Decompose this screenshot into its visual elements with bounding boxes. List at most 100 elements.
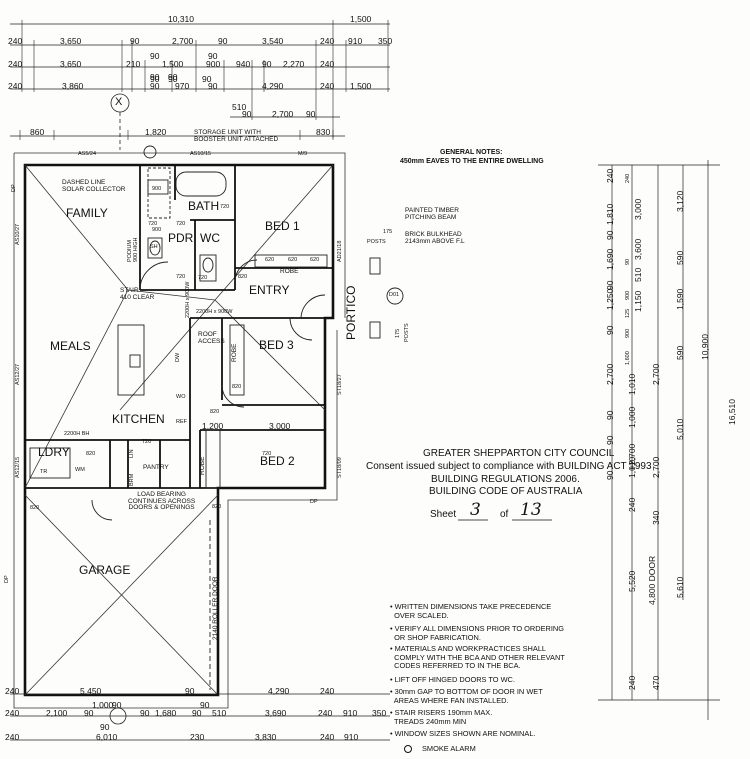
door-code: 620 <box>310 257 320 263</box>
door-code: 720 <box>262 451 272 457</box>
dimension-label: 90 <box>168 74 178 84</box>
load-bearing-note: LOAD BEARING CONTINUES ACROSS DOORS & OP… <box>128 491 196 511</box>
door-code: 720 <box>220 204 230 210</box>
room-bed-3: BED 3 <box>259 338 294 352</box>
misc-label: SH <box>150 244 158 250</box>
dimension-label: 1,690 <box>605 248 615 270</box>
dimension-label: 1,000 <box>92 700 114 710</box>
dimension-label: 1,000 <box>627 406 637 428</box>
misc-label: WM <box>75 467 85 473</box>
misc-label: DW <box>175 352 181 362</box>
misc-label: TR <box>40 469 48 475</box>
misc-label: LIN <box>129 449 135 458</box>
dimension-label: 910 <box>344 732 359 742</box>
dimension-label: 1,820 <box>145 127 167 137</box>
general-notes-text: 450mm EAVES TO THE ENTIRE DWELLING <box>400 158 544 165</box>
door-code: 720 <box>176 274 186 280</box>
window-code: AS12/27 <box>15 363 21 385</box>
dimension-label: 1,680 <box>155 708 177 718</box>
bulkhead-note: BRICK BULKHEAD 2143mm ABOVE F.L <box>405 231 465 245</box>
robe-label: ROBE <box>280 268 299 275</box>
dimension-label: 90 <box>605 410 615 420</box>
dimension-label: 590 <box>675 345 685 360</box>
door-code: 720 <box>198 275 208 281</box>
note-item: • 30mm GAP TO BOTTOM OF DOOR IN WET AREA… <box>390 687 543 705</box>
room-laundry: LDRY <box>38 445 70 459</box>
dimension-label: 240 <box>320 81 335 91</box>
dimension-label: 1,010 <box>627 373 637 395</box>
dimension-label: 2,100 <box>46 708 68 718</box>
dimension-label: 90 <box>140 708 150 718</box>
dimension-label: 2,700 <box>651 363 661 385</box>
dimension-label: 940 <box>236 59 251 69</box>
dimension-label: 470 <box>651 675 661 690</box>
dimension-label: 910 <box>343 708 358 718</box>
window-code: AS12/15 <box>15 456 21 478</box>
dimension-label: 240 <box>8 81 23 91</box>
note-item: • WINDOW SIZES SHOWN ARE NOMINAL. <box>390 729 536 738</box>
dimension-label: 90 <box>605 230 615 240</box>
dimension-overall: 10,310 <box>168 14 194 24</box>
window-code: AD21/18 <box>337 240 343 262</box>
door-code: 620 <box>265 257 275 263</box>
robe-label: ROBE <box>231 343 238 362</box>
note-item: • VERIFY ALL DIMENSIONS PRIOR TO ORDERIN… <box>390 624 564 642</box>
dimension-label: 3,650 <box>60 59 82 69</box>
solar-collector-note: DASHED LINE SOLAR COLLECTOR <box>62 179 126 193</box>
misc-label: 175 <box>395 328 401 338</box>
dimension-label: 4,290 <box>262 81 284 91</box>
dimension-label: 4,800 DOOR <box>647 555 657 605</box>
dimension-label: 860 <box>30 127 45 137</box>
dimension-label: 240 <box>627 497 637 512</box>
dimension-label: 90 <box>100 722 110 732</box>
dimension-label: 240 <box>318 708 333 718</box>
dimension-label: 6,010 <box>96 732 118 742</box>
dimension-label: 510 <box>212 708 227 718</box>
roof-access-label: ROOF ACCESS <box>198 331 225 345</box>
dimension-label: 90 <box>218 36 228 46</box>
dimension-label: 90 <box>192 708 202 718</box>
pitching-beam-note: PAINTED TIMBER PITCHING BEAM <box>405 207 459 221</box>
dimension-overall: 1,500 <box>350 14 372 24</box>
dimension-label: 3,600 <box>633 238 643 260</box>
note-item: • WRITTEN DIMENSIONS TAKE PRECEDENCE OVE… <box>390 602 552 620</box>
room-entry: ENTRY <box>249 283 290 297</box>
door-code: 820 <box>210 409 220 415</box>
dimension-label: 350 <box>378 36 393 46</box>
dimension-label: 1,590 <box>675 288 685 310</box>
dimension-label: 350 <box>372 708 387 718</box>
window-code: M/9 <box>298 151 308 157</box>
council-code-line: BUILDING CODE OF AUSTRALIA <box>429 486 583 497</box>
pantry-label: PANTRY <box>143 464 169 471</box>
council-name: GREATER SHEPPARTON CITY COUNCIL <box>423 448 615 459</box>
window-code: AS10/15 <box>190 151 212 157</box>
dimension-label: 240 <box>8 59 23 69</box>
dimension-label: 2,700 <box>651 456 661 478</box>
dimension-label: 970 <box>175 81 190 91</box>
door-code: 820 <box>232 384 242 390</box>
room-wc: WC <box>200 231 220 245</box>
room-bed-2: BED 2 <box>260 454 295 468</box>
dimension-label: 90 <box>306 109 316 119</box>
dimension-label: 90 <box>605 280 615 290</box>
dimension-label: 1,600 <box>625 351 631 365</box>
dimension-label: 90 <box>150 72 160 82</box>
door-code: 720 <box>176 221 186 227</box>
dimension-label: 90 <box>84 708 94 718</box>
room-meals: MEALS <box>50 339 91 353</box>
dimension-label: 240 <box>320 59 335 69</box>
door-code: 720 <box>148 221 158 227</box>
council-regulations-line: BUILDING REGULATIONS 2006. <box>431 474 580 485</box>
dimension-label: 3,690 <box>265 708 287 718</box>
dimension-label: 16,510 <box>727 399 737 425</box>
dimension-label: 900 <box>625 328 631 338</box>
note-item: • STAIR RISERS 190mm MAX. TREADS 240mm M… <box>390 708 493 726</box>
misc-label: BRM <box>129 473 135 486</box>
dimension-label: 5,610 <box>675 576 685 598</box>
dimension-label: 3,650 <box>60 36 82 46</box>
dimension-label: 5,450 <box>80 686 102 696</box>
window-code: AS5/24 <box>78 151 97 157</box>
dimension-label: 90 <box>262 59 272 69</box>
note-item: • MATERIALS AND WORKPRACTICES SHALL COMP… <box>390 644 565 671</box>
dimension-label: 240 <box>5 708 20 718</box>
